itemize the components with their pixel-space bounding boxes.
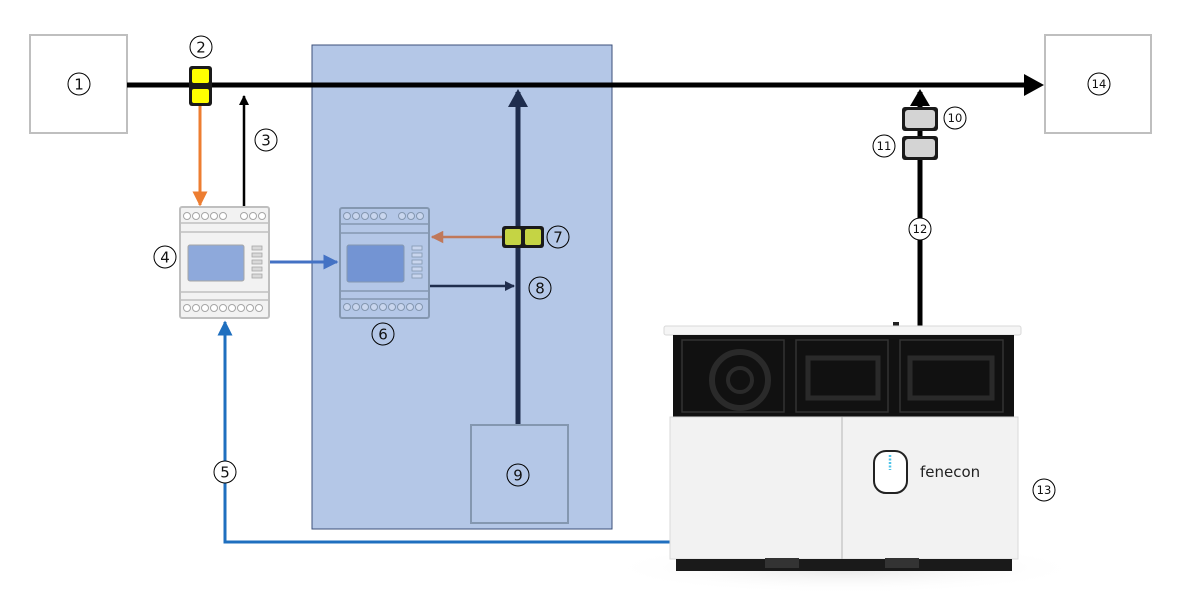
sensor-11 — [902, 136, 938, 160]
label-5: 5 — [220, 464, 230, 482]
label-12: 12 — [913, 222, 928, 236]
brand-logo-icon — [873, 450, 908, 494]
label-circle-11 — [872, 134, 896, 158]
label-circle-8 — [528, 276, 552, 300]
label-circle-7 — [546, 225, 570, 249]
line-9-arrowhead — [508, 89, 528, 107]
label-circle-1 — [67, 72, 91, 96]
box-9 — [470, 424, 569, 524]
label-10: 10 — [948, 111, 963, 125]
label-6: 6 — [378, 326, 388, 344]
brand-name: fenecon — [920, 463, 980, 481]
line-5 — [217, 320, 670, 544]
label-circle-3 — [254, 128, 278, 152]
label-circle-2 — [189, 35, 213, 59]
line-12-arrowhead — [910, 89, 930, 106]
label-9: 9 — [513, 467, 523, 485]
label-7: 7 — [553, 229, 563, 247]
main-line-arrowhead — [1024, 74, 1044, 96]
label-14: 14 — [1092, 77, 1107, 91]
meter-4 — [179, 206, 270, 319]
label-circle-5 — [213, 460, 237, 484]
label-circle-4 — [153, 245, 177, 269]
battery-storage-13 — [605, 322, 1085, 594]
label-2: 2 — [196, 39, 206, 57]
label-3: 3 — [261, 132, 271, 150]
label-1: 1 — [74, 76, 84, 94]
label-circle-10 — [943, 106, 967, 130]
label-11: 11 — [877, 139, 892, 153]
sensor-7 — [502, 226, 544, 248]
label-circle-13 — [1032, 478, 1056, 502]
label-13: 13 — [1037, 483, 1052, 497]
label-circle-6 — [371, 322, 395, 346]
label-circle-12 — [908, 217, 932, 241]
label-circle-14 — [1087, 72, 1111, 96]
label-circle-9 — [506, 463, 530, 487]
meter-6 — [339, 207, 430, 319]
sensor-2 — [189, 66, 212, 106]
label-4: 4 — [160, 249, 170, 267]
label-8: 8 — [535, 280, 545, 298]
sensor-10 — [902, 107, 938, 131]
